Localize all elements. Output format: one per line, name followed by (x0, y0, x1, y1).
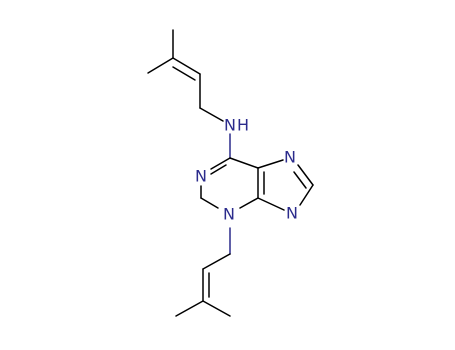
amine-group: N H (224, 116, 249, 159)
n7-label: N (284, 148, 296, 167)
ring-nitrogen-labels: N N N N (195, 148, 298, 224)
amine-h-label: H (237, 116, 249, 135)
bond-c5-c6 (229, 157, 259, 169)
upper-prenyl-chain (147, 29, 224, 122)
bond-double-upper (172, 57, 201, 75)
n3-label: N (223, 205, 235, 224)
n9-label: N (286, 204, 298, 223)
bond-methyl-left (147, 57, 174, 74)
bond-double-upper-2 (172, 66, 196, 81)
imidazole-ring (257, 159, 314, 211)
bond-c2-n3 (200, 197, 219, 209)
bond-n9-c4 (257, 197, 285, 211)
bond-c8-n9 (299, 184, 314, 206)
bond-c5-n7 (257, 159, 284, 169)
bond-n7-c8-double (297, 164, 314, 186)
bond-c6-n1 (210, 157, 231, 170)
amine-n-label: N (224, 116, 236, 135)
bond-methyl-lower-right (202, 300, 231, 317)
lower-prenyl-chain (175, 227, 231, 317)
bond-c6-n1-double (210, 164, 227, 175)
n1-label: N (195, 167, 207, 186)
bond-n7-c8-double-2 (293, 171, 307, 189)
bond-n3-c4 (239, 197, 259, 209)
bond-ch2-n-upper (199, 107, 224, 122)
pyrimidine-ring (200, 157, 265, 209)
bond-methyl-lower-left (175, 300, 204, 317)
bond-ch2-ch-lower (202, 253, 231, 270)
